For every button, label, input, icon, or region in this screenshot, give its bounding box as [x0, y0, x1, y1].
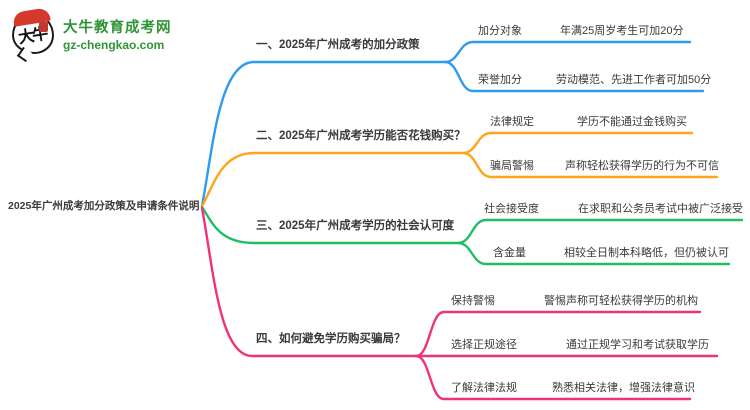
branch-1-child-2-key: 荣誉加分	[478, 74, 522, 86]
branch-2-label: 二、2025年广州成考学历能否花钱购买？	[256, 130, 466, 142]
branch-1-child-1-value: 年满25周岁考生可加20分	[560, 25, 684, 37]
branch-4-child-2-value: 通过正规学习和考试获取学历	[566, 339, 709, 351]
branch-3-child-1-line	[456, 218, 744, 245]
branch-1-child-2-value: 劳动模范、先进工作者可加50分	[556, 74, 712, 86]
branch-3-child-2-value: 相较全日制本科略低，但仍被认可	[564, 247, 729, 259]
branch-3-child-1-value: 在求职和公务员考试中被广泛接受	[578, 203, 743, 215]
branch-4-child-3-key: 了解法律法规	[451, 382, 517, 394]
branch-3-label: 三、2025年广州成考学历的社会认可度	[256, 220, 455, 232]
branch-4-child-2-key: 选择正规途径	[451, 339, 517, 351]
branch-1-child-1-line	[443, 40, 692, 64]
branch-2-line	[200, 151, 465, 208]
branch-4-child-1-key: 保持警惕	[451, 295, 495, 307]
branch-4-child-3-value: 熟悉相关法律，增强法律意识	[552, 382, 695, 394]
logo-speech-bubble-icon: 大牛	[12, 7, 54, 63]
branch-2-child-2-key: 骗局警惕	[490, 160, 534, 172]
branch-1-child-1-key: 加分对象	[478, 25, 522, 37]
branch-4-label: 四、如何避免学历购买骗局？	[256, 333, 406, 345]
root-node-title: 2025年广州成考加分政策及申请条件说明	[8, 200, 200, 212]
site-url: gz-chengkao.com	[63, 37, 165, 52]
branch-3-child-1-key: 社会接受度	[484, 203, 539, 215]
branch-2-child-1-line	[461, 131, 694, 155]
site-logo: 大牛 大牛教育成考网 gz-chengkao.com	[12, 7, 172, 63]
logo-seal-icon	[39, 22, 48, 32]
branch-2-child-2-value: 声称轻松获得学历的行为不可信	[565, 160, 719, 172]
branch-2-child-1-value: 学历不能通过金钱购买	[577, 116, 687, 128]
logo-bubble-tail	[16, 46, 33, 63]
branch-4-child-1-value: 警惕声称可轻松获得学历的机构	[544, 295, 698, 307]
branch-3-child-2-key: 含金量	[493, 247, 526, 259]
site-name: 大牛教育成考网	[63, 19, 172, 36]
logo-text-block: 大牛教育成考网 gz-chengkao.com	[63, 16, 172, 52]
branch-2-child-1-key: 法律规定	[490, 116, 534, 128]
branch-1-label: 一、2025年广州成考的加分政策	[256, 39, 420, 51]
